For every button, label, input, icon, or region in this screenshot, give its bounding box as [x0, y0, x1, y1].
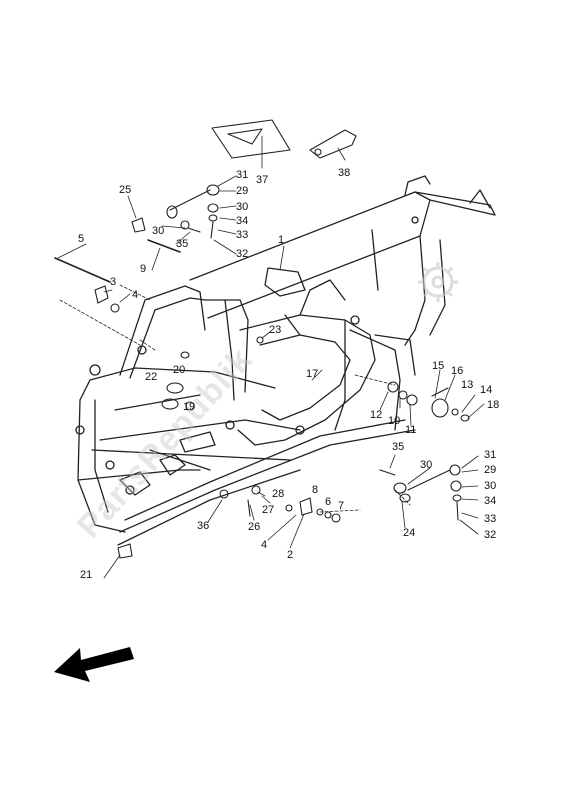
bracket-part — [309, 129, 357, 159]
upper-mount-assembly — [166, 184, 220, 239]
callout-17: 17 — [306, 368, 319, 380]
callout-34: 34 — [236, 215, 249, 227]
callout-30: 30 — [236, 201, 249, 213]
callout-27: 27 — [262, 504, 275, 516]
callout-4: 4 — [261, 539, 268, 551]
callout-35: 35 — [392, 441, 405, 453]
gear-watermark-icon — [418, 262, 458, 302]
callout-18: 18 — [487, 399, 500, 411]
callout-24: 24 — [403, 527, 416, 539]
callout-25: 25 — [119, 184, 132, 196]
callout-38: 38 — [338, 167, 351, 179]
callout-34: 34 — [484, 495, 497, 507]
clamp-left-part — [94, 285, 120, 313]
callout-30: 30 — [420, 459, 433, 471]
callout-3: 3 — [110, 276, 117, 288]
callout-6: 6 — [325, 496, 332, 508]
bolt-9-part — [147, 239, 181, 253]
callout-21: 21 — [80, 569, 93, 581]
bolt-5-part — [54, 257, 111, 283]
bracket-25-part — [131, 217, 146, 233]
callout-1: 1 — [278, 234, 285, 246]
callout-16: 16 — [451, 365, 464, 377]
lower-right-mount-assembly — [379, 464, 462, 521]
callout-35: 35 — [176, 238, 189, 250]
callout-31: 31 — [236, 169, 249, 181]
callout-32: 32 — [484, 529, 497, 541]
callout-14: 14 — [480, 384, 493, 396]
callout-32: 32 — [236, 248, 249, 260]
callout-13: 13 — [461, 379, 474, 391]
callout-31: 31 — [484, 449, 497, 461]
callout-30: 30 — [484, 480, 497, 492]
front-direction-arrow-icon — [54, 647, 134, 682]
callout-7: 7 — [338, 500, 345, 512]
callout-15: 15 — [432, 360, 445, 372]
callout-5: 5 — [78, 233, 85, 245]
callout-30: 30 — [152, 225, 165, 237]
callout-2: 2 — [287, 549, 294, 561]
right-bushing-assembly — [387, 381, 470, 422]
callout-33: 33 — [484, 513, 497, 525]
callout-11: 11 — [405, 424, 417, 436]
callout-19: 19 — [183, 401, 196, 413]
callout-22: 22 — [145, 371, 158, 383]
main-frame — [75, 175, 496, 546]
callout-36: 36 — [197, 520, 210, 532]
callout-26: 26 — [248, 521, 261, 533]
callout-29: 29 — [236, 185, 249, 197]
callout-23: 23 — [269, 324, 282, 336]
callout-37: 37 — [256, 174, 269, 186]
callout-29: 29 — [484, 464, 497, 476]
callout-9: 9 — [140, 263, 147, 275]
callout-20: 20 — [173, 364, 186, 376]
callout-10: 10 — [388, 415, 401, 427]
callout-12: 12 — [370, 409, 383, 421]
small-hardware — [117, 336, 341, 559]
callout-28: 28 — [272, 488, 285, 500]
seat-pad-part — [211, 119, 291, 159]
callout-33: 33 — [236, 229, 249, 241]
callout-8: 8 — [312, 484, 319, 496]
callout-4: 4 — [132, 289, 139, 301]
